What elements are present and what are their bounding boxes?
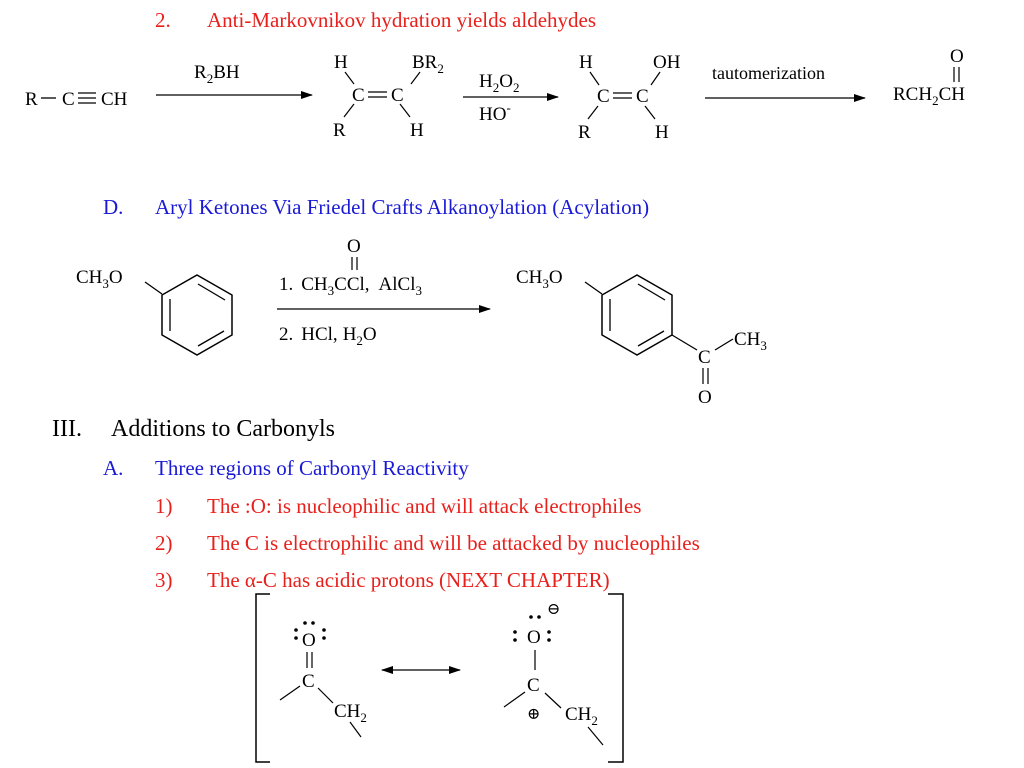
tautomerization-label: tautomerization [712,63,825,83]
left-oxygen: O [302,630,316,651]
product-ring [601,274,673,356]
aldehyde-o: O [950,46,964,67]
section-numeral: III. [52,416,82,442]
left-bracket [255,593,270,763]
anisole-ring [161,274,233,356]
left-ch2: CH2 [334,701,367,725]
section-letter: D. [103,195,124,219]
friedel-crafts-scheme: CH3O O 1.CH3CCl,AlCl3 2.HCl,H2O CH3O C C… [76,236,767,408]
anisole-methoxy: CH3O [76,267,123,291]
alpha-symbol: α [244,568,256,592]
int1-h-top: H [334,52,348,73]
negative-charge-icon: ⊖ [547,601,560,618]
point-number: 1) [155,494,173,518]
int2-c2: C [636,86,649,107]
step2-text: 2.HCl,H2O [279,324,377,348]
point-number: 3) [155,568,173,592]
step1-text: 1.CH3CCl,AlCl3 [279,274,422,298]
point-text-post: -C has acidic protons (NEXT CHAPTER) [255,568,610,592]
right-oxygen: O [527,627,541,648]
section-title: Aryl Ketones Via Friedel Crafts Alkanoyl… [155,195,650,219]
point-text: The C is electrophilic and will be attac… [207,531,700,555]
left-carbon: C [302,671,315,692]
reagent-r2bh: R2BH [194,62,240,86]
section-title: Three regions of Carbonyl Reactivity [155,456,469,480]
section-letter: A. [103,456,124,480]
point-number: 2) [155,531,173,555]
alkyne-ch: CH [101,89,128,110]
reagent-hydroxide: HO- [479,100,511,125]
ketone-o: O [698,387,712,408]
acyl-o: O [347,236,361,257]
alkyne-r: R [25,89,38,110]
int1-r: R [333,120,346,141]
point-text: The :O: is nucleophilic and will attack … [207,494,642,518]
section-title: Additions to Carbonyls [111,416,336,442]
right-ch2: CH2 [565,704,598,728]
right-carbon: C [527,675,540,696]
resonance-scheme: O C CH2 O ⊖ C ⊕ CH2 [255,593,624,763]
point-text-pre: The [207,568,245,592]
alkyne-c: C [62,89,75,110]
int2-oh: OH [653,52,681,73]
int1-br2: BR2 [412,52,444,76]
product-methoxy: CH3O [516,267,563,291]
int2-c1: C [597,86,610,107]
int2-h-top: H [579,52,593,73]
ketone-c: C [698,347,711,368]
aldehyde-formula: RCH2CH [893,84,965,108]
positive-charge-icon: ⊕ [527,706,540,723]
reagent-h2o2: H2O2 [479,71,519,95]
hydroboration-scheme: R C CH R2BH H BR2 C C R H H2O2 HO- H OH … [25,46,965,143]
int1-c1: C [352,85,365,106]
point-text: The α-C has acidic protons (NEXT CHAPTER… [207,568,610,593]
ketone-ch3: CH3 [734,329,767,353]
section-title: Anti-Markovnikov hydration yields aldehy… [207,8,597,32]
int2-r: R [578,122,591,143]
int1-c2: C [391,85,404,106]
section-number: 2. [155,8,171,32]
int2-h-bot: H [655,122,669,143]
right-bracket [608,593,624,763]
int1-h-bot: H [410,120,424,141]
